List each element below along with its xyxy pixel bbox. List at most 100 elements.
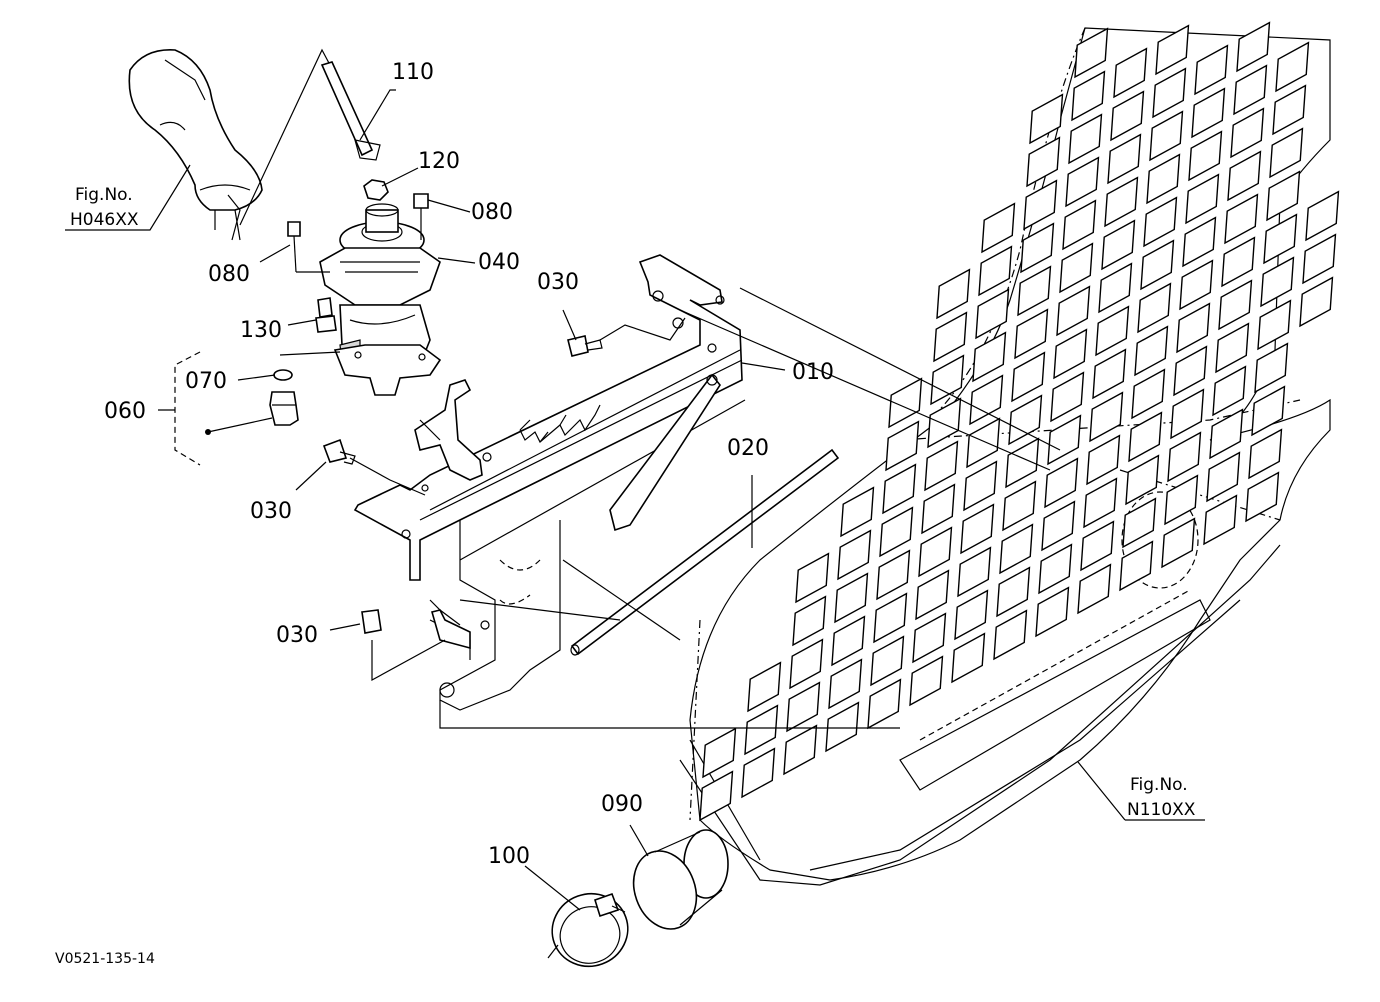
grid-cell bbox=[993, 609, 1028, 661]
grid-cell bbox=[831, 615, 866, 667]
grid-cell bbox=[1008, 394, 1043, 446]
grid-cell bbox=[1161, 517, 1196, 569]
grid-cell bbox=[1017, 265, 1052, 317]
fig-reference-n110: Fig.No. N110XX bbox=[1127, 775, 1196, 820]
hose-adapter-part bbox=[632, 829, 729, 930]
grid-cell bbox=[951, 632, 986, 684]
callout-040: 040 bbox=[478, 250, 520, 275]
grid-cell bbox=[996, 566, 1031, 618]
grid-cell bbox=[957, 546, 992, 598]
grid-cell bbox=[1101, 219, 1136, 271]
grid-cell bbox=[1062, 199, 1097, 251]
grid-cell bbox=[909, 655, 944, 707]
grid-cell bbox=[1134, 325, 1169, 377]
grid-cell bbox=[834, 572, 869, 624]
grid-cell bbox=[969, 374, 1004, 426]
grid-cell bbox=[1059, 242, 1094, 294]
fig-ref-number: H046XX bbox=[70, 210, 139, 230]
grid-cell bbox=[975, 288, 1010, 340]
grid-cell bbox=[744, 704, 779, 756]
grid-cell bbox=[921, 483, 956, 535]
grid-cell bbox=[702, 727, 737, 779]
grid-cell bbox=[936, 268, 971, 320]
grid-cell bbox=[1146, 153, 1181, 205]
grid-cell bbox=[1206, 451, 1241, 503]
grid-cell bbox=[1107, 133, 1142, 185]
grid-cell bbox=[1251, 385, 1286, 437]
grid-cell bbox=[885, 420, 920, 472]
grid-cell bbox=[828, 658, 863, 710]
grid-cell bbox=[1038, 543, 1073, 595]
callout-030-top: 030 bbox=[537, 270, 579, 295]
valve-assembly-part bbox=[174, 61, 442, 466]
grid-cell bbox=[1014, 308, 1049, 360]
fig-ref-label: Fig.No. bbox=[75, 185, 133, 205]
grid-cell bbox=[1215, 322, 1250, 374]
grid-cell bbox=[981, 202, 1016, 254]
main-bracket-part bbox=[353, 254, 746, 711]
grid-cell bbox=[1266, 170, 1301, 222]
callout-030-bottom: 030 bbox=[276, 623, 318, 648]
callout-010: 010 bbox=[792, 360, 834, 385]
grid-cell bbox=[1236, 21, 1271, 73]
grid-cell bbox=[1152, 67, 1187, 119]
callout-120: 120 bbox=[418, 149, 460, 174]
grid-cell bbox=[1125, 454, 1160, 506]
grid-cell bbox=[1026, 136, 1061, 188]
grid-cell bbox=[1218, 279, 1253, 331]
grid-cell bbox=[1164, 474, 1199, 526]
fig-ref-label: Fig.No. bbox=[1130, 775, 1188, 795]
grid-cell bbox=[1227, 150, 1262, 202]
grid-cell bbox=[1188, 130, 1223, 182]
grid-cell bbox=[1020, 222, 1055, 274]
grid-cell bbox=[1110, 90, 1145, 142]
grid-cell bbox=[930, 354, 965, 406]
grid-cell bbox=[1083, 477, 1118, 529]
grid-cell bbox=[876, 549, 911, 601]
grid-cell bbox=[1263, 213, 1298, 265]
grid-cell bbox=[1167, 431, 1202, 483]
grid-cell bbox=[1194, 44, 1229, 96]
grid-cell bbox=[972, 331, 1007, 383]
callout-100: 100 bbox=[488, 844, 530, 869]
grid-cell bbox=[1113, 47, 1148, 99]
grid-cell bbox=[1065, 156, 1100, 208]
grid-cell bbox=[1104, 176, 1139, 228]
grid-cell bbox=[1071, 70, 1106, 122]
grid-cell bbox=[1182, 216, 1217, 268]
callout-070: 070 bbox=[185, 369, 227, 394]
grid-cell bbox=[1221, 236, 1256, 288]
grid-cell bbox=[978, 245, 1013, 297]
grid-cell bbox=[882, 463, 917, 515]
callout-090: 090 bbox=[601, 792, 643, 817]
grid-cell bbox=[966, 417, 1001, 469]
grid-cell bbox=[1143, 196, 1178, 248]
grid-cell bbox=[1305, 190, 1340, 242]
grid-cell bbox=[1047, 414, 1082, 466]
grid-cell bbox=[789, 638, 824, 690]
leader-lines bbox=[158, 89, 1205, 959]
grid-cell bbox=[1269, 127, 1304, 179]
callout-080-left: 080 bbox=[208, 262, 250, 287]
grid-cell bbox=[795, 552, 830, 604]
grid-cell bbox=[1122, 497, 1157, 549]
grid-cell bbox=[1089, 391, 1124, 443]
grid-cell bbox=[747, 661, 782, 713]
grid-cell bbox=[1149, 110, 1184, 162]
grid-cell bbox=[867, 678, 902, 730]
rod-part bbox=[570, 448, 840, 656]
grid-cell bbox=[1119, 540, 1154, 592]
grid-cell bbox=[786, 681, 821, 733]
grid-cell bbox=[1275, 41, 1310, 93]
callout-130: 130 bbox=[240, 318, 282, 343]
callout-030-middle: 030 bbox=[250, 499, 292, 524]
fig-reference-h046: Fig.No. H046XX bbox=[70, 185, 139, 230]
joystick-grip-reference bbox=[65, 48, 331, 241]
grid-cell bbox=[1203, 494, 1238, 546]
grid-cell bbox=[912, 612, 947, 664]
grid-cell bbox=[933, 311, 968, 363]
grid-cell bbox=[1041, 500, 1076, 552]
bolt-parts bbox=[322, 335, 603, 634]
grid-cell bbox=[1023, 179, 1058, 231]
